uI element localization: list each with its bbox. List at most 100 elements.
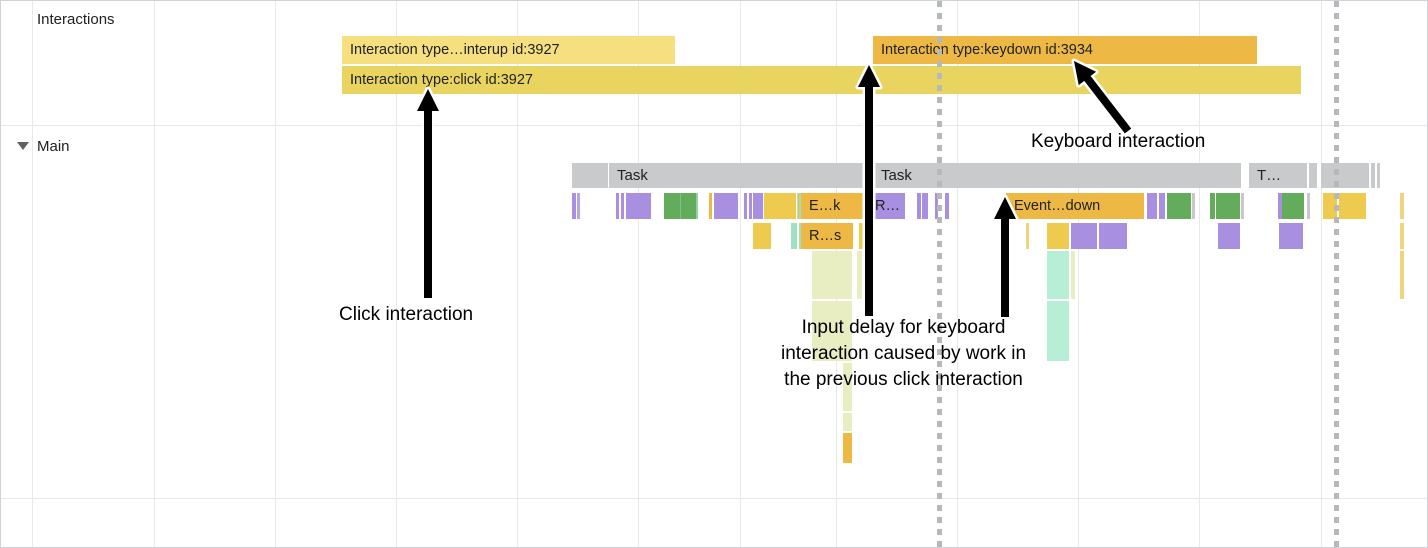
flame-block[interactable] [1400,251,1404,299]
flame-block[interactable] [1400,193,1404,219]
task-block[interactable]: Task [873,163,1241,188]
flame-block[interactable] [791,193,795,219]
flame-block[interactable] [859,223,863,249]
track-separator [1,498,1427,499]
flame-block[interactable] [1400,223,1404,249]
arrow-click-interaction-halo [414,86,442,301]
flame-block[interactable] [1167,193,1191,219]
flame-block[interactable] [696,193,698,219]
flame-block[interactable] [577,193,580,219]
flame-block[interactable] [857,251,862,299]
annotation-click-interaction: Click interaction [339,304,474,325]
gridline [1321,1,1322,547]
task-label: T… [1257,167,1282,184]
flame-block[interactable] [753,193,763,219]
flame-block[interactable] [789,193,790,219]
task-block-unlabeled[interactable] [572,163,608,188]
annotation-input-delay: Input delay for keyboard interaction cau… [781,317,1027,390]
task-label: Task [617,167,648,184]
flame-block[interactable] [753,223,771,249]
flame-block[interactable] [744,193,747,219]
flame-block[interactable] [797,193,799,219]
flame-block[interactable] [1282,193,1304,219]
flame-block[interactable] [1192,193,1195,219]
arrow-click-interaction [417,89,439,298]
interaction-pointerup-3927[interactable]: Interaction type…interup id:3927 [342,36,675,64]
gridline [517,1,518,547]
flame-block[interactable] [1241,193,1244,219]
flame-block[interactable] [1218,223,1240,249]
gridline [740,1,741,547]
flame-block[interactable] [1159,193,1165,219]
gridline [275,1,276,547]
track-label-main[interactable]: Main [37,138,70,155]
flame-block[interactable] [864,223,868,249]
flame-block[interactable] [945,193,949,219]
flame-block-labeled[interactable]: Event…down [1006,193,1144,219]
task-label: Task [881,167,912,184]
flame-block[interactable] [1279,223,1303,249]
flame-block[interactable] [1278,193,1282,219]
flame-block[interactable] [1307,193,1310,219]
flame-block[interactable] [714,193,738,219]
flame-block[interactable] [843,363,852,411]
flame-block-label: Event…down [1014,197,1101,214]
flame-block[interactable] [869,223,875,249]
flame-block[interactable] [764,193,796,219]
task-block-unlabeled[interactable] [1371,163,1375,188]
gridline [396,1,397,547]
interaction-bar-label: Interaction type…interup id:3927 [350,41,560,58]
flame-block[interactable] [1071,223,1097,249]
flame-block-label: R… [875,197,900,214]
task-block-unlabeled[interactable] [1321,163,1369,188]
flame-block[interactable] [749,193,752,219]
flame-block[interactable] [1047,301,1069,361]
flame-block[interactable] [1071,251,1075,299]
flame-block[interactable] [812,251,852,299]
flame-block[interactable] [797,193,798,219]
flame-block[interactable] [917,193,921,219]
flame-block[interactable] [572,193,576,219]
interaction-bar-label: Interaction type:click id:3927 [350,71,533,88]
flame-block[interactable] [791,223,797,249]
task-block[interactable]: T… [1249,163,1307,188]
flame-block[interactable] [709,193,712,219]
flame-block[interactable] [922,193,928,219]
dashed-time-marker [1334,1,1339,547]
task-block[interactable]: Task [609,163,871,188]
flame-block-labeled[interactable]: R…s [801,223,853,249]
interaction-keydown-3934[interactable]: Interaction type:keydown id:3934 [873,36,1257,64]
gridline [154,1,155,547]
gridline [32,1,33,547]
gridline [957,1,958,547]
flame-block[interactable] [1210,193,1215,219]
flame-block[interactable] [1323,193,1337,219]
flame-block-label: R…s [809,227,842,244]
flame-block[interactable] [1147,193,1157,219]
flame-block[interactable] [812,301,852,361]
flame-block[interactable] [680,193,681,219]
flame-block-label: E…k [809,197,841,214]
flame-block[interactable] [1026,223,1029,249]
flame-block[interactable] [626,193,651,219]
flame-block[interactable] [1047,223,1069,249]
gridline [1078,1,1079,547]
flame-block[interactable] [621,193,624,219]
flame-block-labeled[interactable]: E…k [801,193,863,219]
chevron-down-icon[interactable] [17,142,29,150]
task-block-unlabeled[interactable] [1309,163,1317,188]
gridline [1199,1,1200,547]
flame-block[interactable] [616,193,619,219]
flame-block-labeled[interactable]: R… [867,193,905,219]
flame-block[interactable] [1099,223,1127,249]
gridline [638,1,639,547]
flame-block[interactable] [843,413,852,431]
interaction-click-3927[interactable]: Interaction type:click id:3927 [342,66,1301,94]
task-block-unlabeled[interactable] [1377,163,1380,188]
flame-block[interactable] [1339,193,1366,219]
flame-block[interactable] [1216,193,1240,219]
flame-block[interactable] [935,193,938,219]
flame-block[interactable] [843,433,852,463]
flame-block[interactable] [1047,251,1069,299]
